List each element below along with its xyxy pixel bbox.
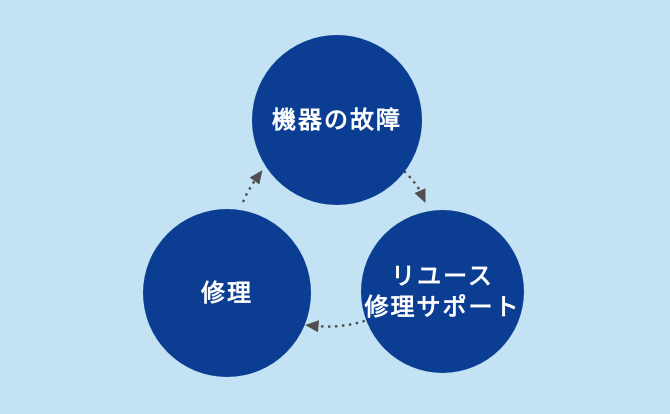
node-repair: 修理 (143, 209, 311, 377)
node-repair-support-label: 修理サポート (364, 293, 521, 321)
node-repair-label: 修理 (201, 279, 253, 307)
node-equipment-failure: 機器の故障 (252, 35, 422, 205)
arrow-repair-to-failure (241, 170, 263, 203)
node-reuse-label: リユース (391, 262, 494, 290)
node-reuse-repair-support: リユース 修理サポート (361, 210, 524, 373)
arrow-failure-to-reuse (403, 170, 426, 204)
node-equipment-failure-label: 機器の故障 (272, 106, 402, 134)
